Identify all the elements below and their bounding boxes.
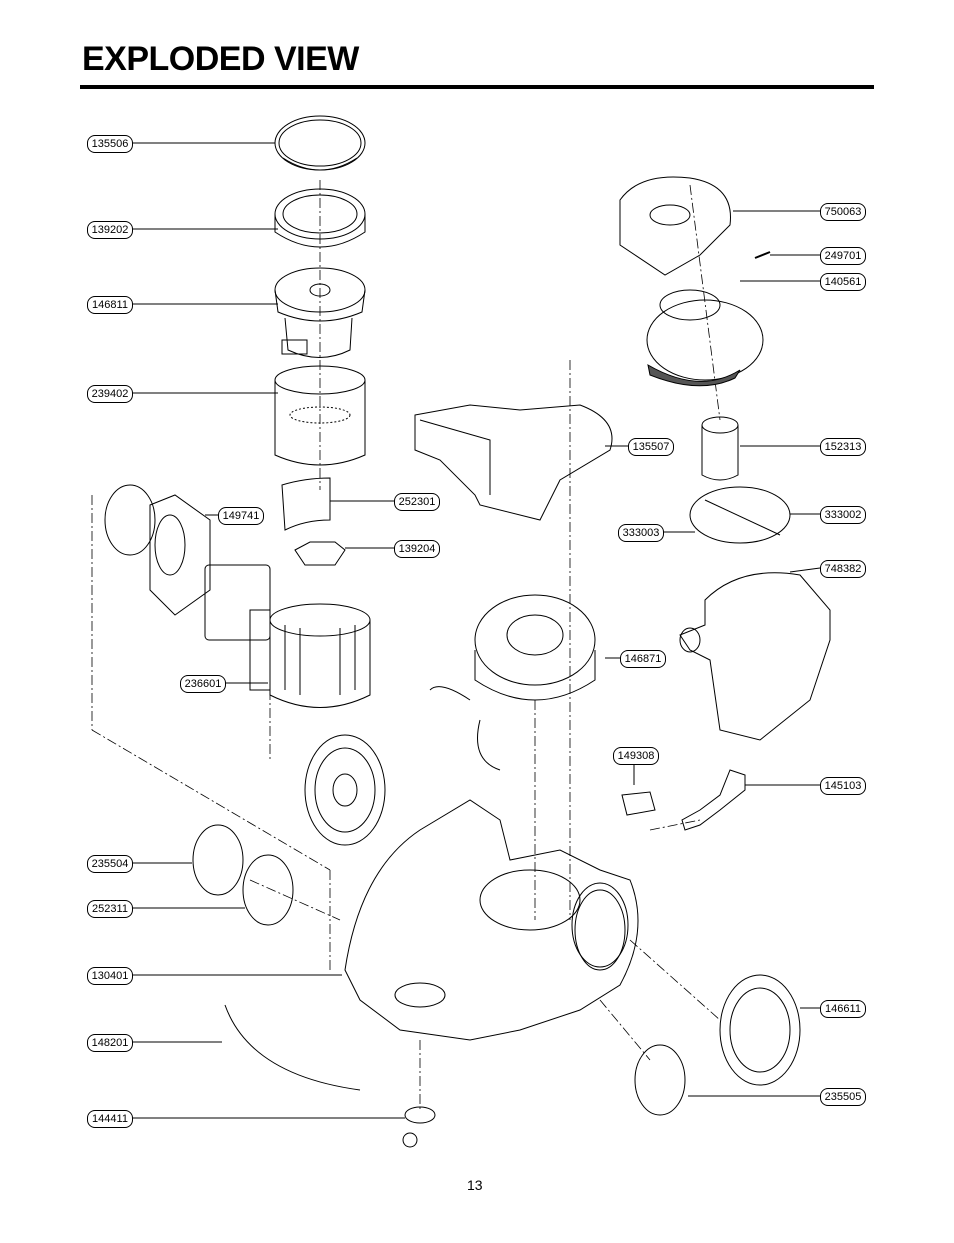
part-750063-lid [619, 176, 731, 276]
part-label-239402: 239402 [87, 385, 133, 403]
part-label-140561: 140561 [820, 273, 866, 291]
page-number: 13 [467, 1177, 483, 1193]
part-label-149308: 149308 [613, 747, 659, 765]
part-label-139204: 139204 [394, 540, 440, 558]
part-236601-housing [249, 603, 371, 708]
part-146811-motor [274, 267, 366, 358]
part-239402-sleeve [274, 365, 366, 466]
part-144411-caster [402, 1106, 436, 1148]
part-135506-ring [274, 115, 366, 171]
part-249701-pin [754, 251, 771, 259]
part-139204-bracket [294, 541, 346, 566]
part-label-152313: 152313 [820, 438, 866, 456]
part-149741-cover [104, 484, 271, 641]
part-label-748382: 748382 [820, 560, 866, 578]
part-148201-bumper [224, 1004, 361, 1091]
part-label-135507: 135507 [628, 438, 674, 456]
part-label-235504: 235504 [87, 855, 133, 873]
title-rule [80, 85, 874, 89]
part-152313-cartridge [701, 416, 739, 481]
page-title: EXPLODED VIEW [82, 40, 359, 78]
part-235504-cap [192, 824, 244, 896]
part-146871-reel [429, 594, 596, 771]
part-label-148201: 148201 [87, 1034, 133, 1052]
part-748382-bin [679, 572, 831, 741]
part-label-235505: 235505 [820, 1088, 866, 1106]
part-label-236601: 236601 [180, 675, 226, 693]
part-label-249701: 249701 [820, 247, 866, 265]
part-label-149741: 149741 [218, 507, 264, 525]
part-label-252311: 252311 [87, 900, 133, 918]
part-label-146611: 146611 [820, 1000, 866, 1018]
part-130401-body [344, 799, 639, 1041]
part-label-146871: 146871 [620, 650, 666, 668]
part-149308-block [621, 791, 656, 816]
part-139202-ring [274, 188, 366, 248]
leader-lines [130, 142, 821, 1119]
part-252301-panel [281, 477, 331, 531]
part-235505-cap [634, 1044, 686, 1116]
part-label-144411: 144411 [87, 1110, 133, 1128]
part-label-333002: 333002 [820, 506, 866, 524]
part-146611-wheel [719, 974, 801, 1086]
part-label-145103: 145103 [820, 777, 866, 795]
part-label-139202: 139202 [87, 221, 133, 239]
assembly-lines [91, 180, 721, 1110]
part-label-146811: 146811 [87, 296, 133, 314]
part-140561-gasket [646, 289, 764, 387]
part-wheel-side-right [571, 882, 629, 968]
part-label-130401: 130401 [87, 967, 133, 985]
part-label-135506: 135506 [87, 135, 133, 153]
part-135507-tray [414, 404, 613, 521]
part-145103-lever [681, 769, 746, 831]
part-label-750063: 750063 [820, 203, 866, 221]
part-333002-plate [689, 486, 791, 544]
part-label-333003: 333003 [618, 524, 664, 542]
part-252311-filter [242, 854, 294, 926]
part-label-252301: 252301 [394, 493, 440, 511]
part-wheel-left [304, 734, 386, 846]
